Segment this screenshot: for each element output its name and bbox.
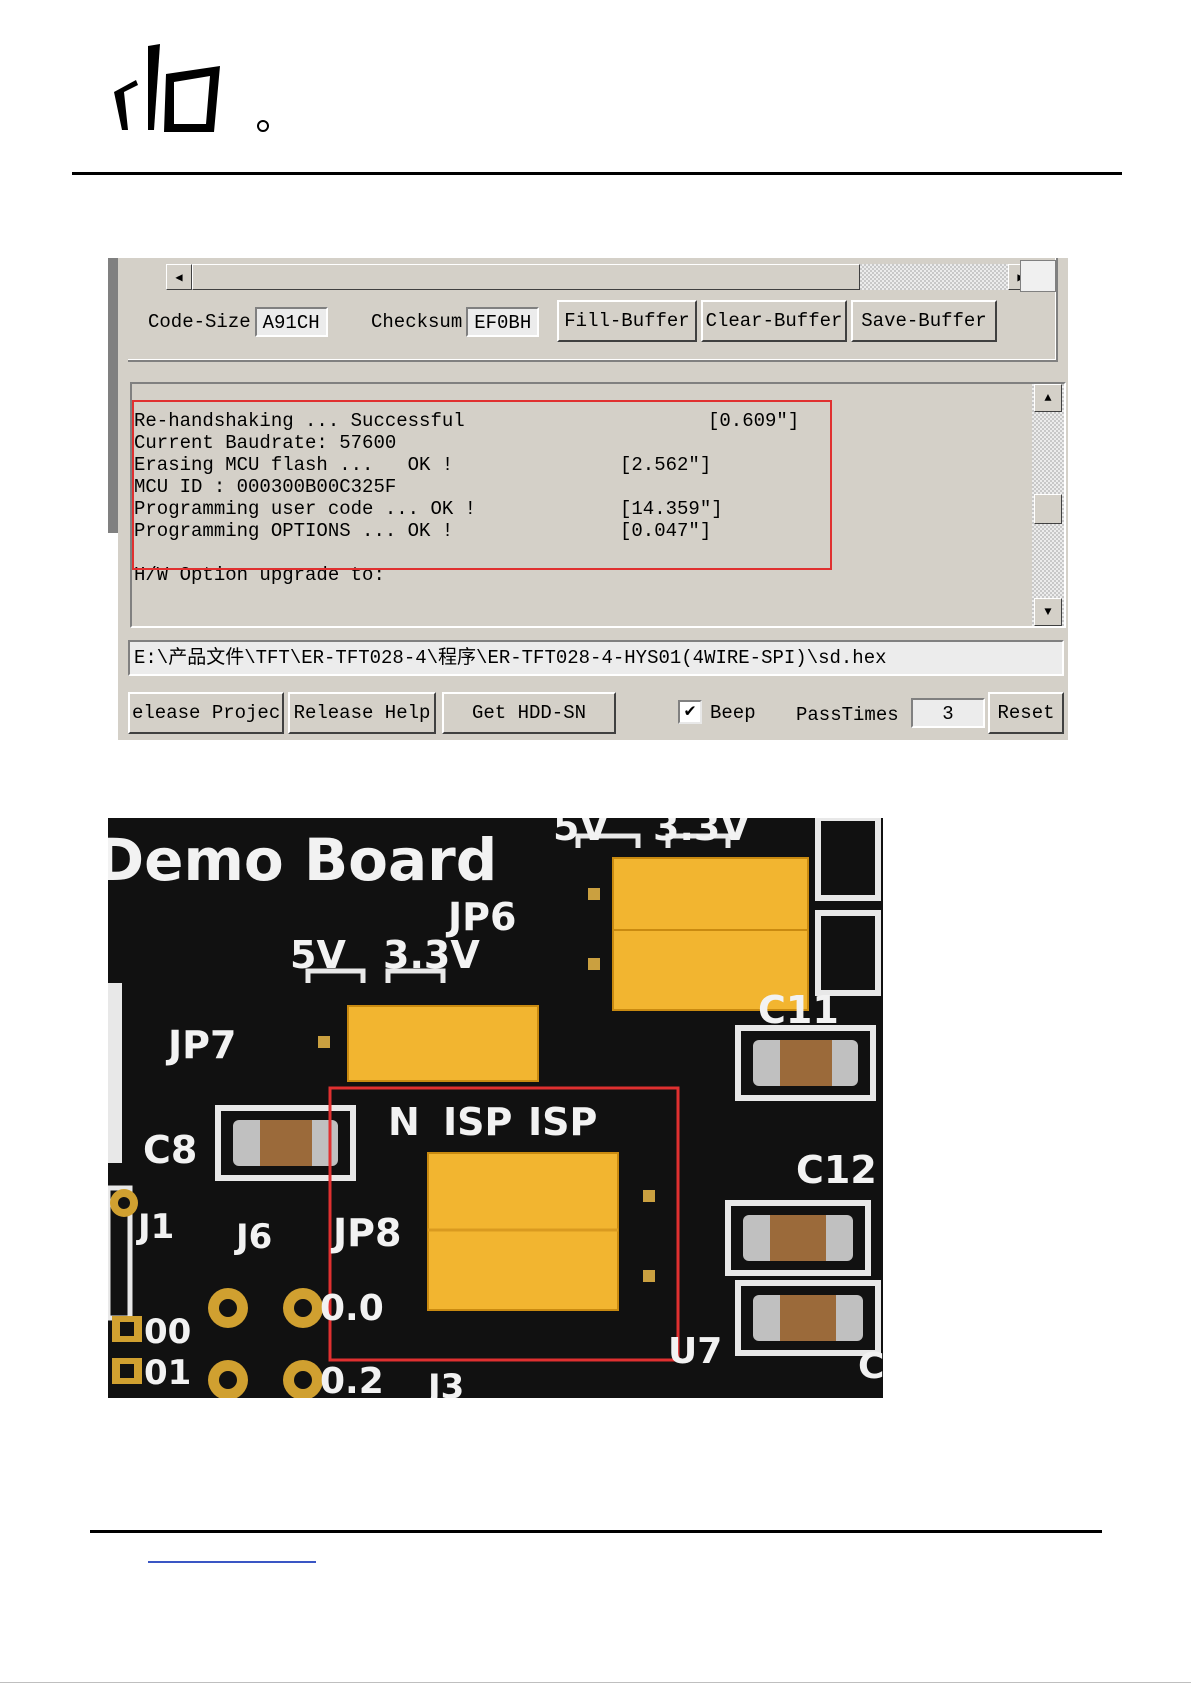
log-time: [2.562″] [620,454,712,476]
horizontal-scrollbar[interactable]: ◀ ▶ [166,264,1034,290]
label-c11: C11 [758,988,839,1032]
board-drawing: Demo Board JP6 5V 3.3V 5V 3.3V JP7 C8 C1… [108,818,883,1398]
window-left-edge-lower [108,533,118,740]
label-isp-1: ISP [443,1100,512,1144]
file-path-field[interactable]: E:\产品文件\TFT\ER-TFT028-4\程序\ER-TFT028-4-H… [128,640,1064,676]
checksum-label: Checksum [371,311,463,333]
label-3v3-jp6: 3.3V [653,818,750,849]
label-j6: J6 [234,1217,272,1257]
code-size-field: A91CH [254,307,328,337]
label-jp6: JP6 [445,895,516,939]
log-line: Programming OPTIONS ... OK ! [134,520,454,542]
log-line: Current Baudrate: 57600 [134,432,397,454]
demo-board-photo: Demo Board JP6 5V 3.3V 5V 3.3V JP7 C8 C1… [108,818,883,1398]
label-c12: C12 [796,1148,877,1192]
programmer-screenshot: ◀ ▶ Code-Size A91CH Checksum EF0BH Fill-… [108,258,1068,740]
reset-button[interactable]: Reset [988,692,1064,734]
horizontal-scroll-thumb[interactable] [192,264,860,290]
label-d00: 00 [144,1312,191,1352]
buffer-panel: ◀ ▶ [128,258,1058,362]
beep-checkbox[interactable]: ✔ [678,700,702,724]
log-time: [0.609″] [708,410,800,432]
log-line: Re-handshaking ... Successful [134,410,465,432]
board-title: Demo Board [108,826,497,894]
label-j3: J3 [426,1367,464,1398]
pass-times-label: PassTimes [796,704,899,726]
header-circle-mark [257,120,269,132]
label-3v3-jp7: 3.3V [383,933,480,977]
scroll-left-arrow-icon[interactable]: ◀ [166,264,192,290]
label-c-partial: C [858,1346,883,1387]
label-u7: U7 [668,1331,722,1372]
label-c8: C8 [143,1128,197,1172]
pass-times-field[interactable]: 3 [911,698,985,728]
label-isp-2: ISP [528,1100,597,1144]
clear-buffer-button[interactable]: Clear-Buffer [701,300,847,342]
beep-label: Beep [710,702,756,724]
checksum-field: EF0BH [466,307,540,337]
footer-rule [90,1530,1102,1533]
label-jp7: JP7 [165,1023,236,1067]
scroll-up-arrow-icon[interactable]: ▲ [1034,384,1062,412]
log-time: [0.047″] [620,520,712,542]
release-help-button[interactable]: Release Help [288,692,436,734]
label-j1: J1 [136,1207,174,1247]
vertical-scrollbar[interactable]: ▲ ▼ [1032,384,1064,626]
checksum-group: Checksum EF0BH [371,302,540,342]
fill-buffer-button[interactable]: Fill-Buffer [557,300,697,342]
label-p02: 0.2 [320,1361,384,1398]
code-size-group: Code-Size A91CH [148,302,328,342]
window-left-edge [108,258,118,533]
jp8-highlight-box [328,1086,680,1362]
label-5v-jp6: 5V [553,818,609,849]
vertical-scroll-thumb[interactable] [1034,494,1062,524]
page-bottom-line [0,1682,1191,1683]
label-n: N [388,1100,420,1144]
log-output[interactable]: Re-handshaking ... Successful [0.609″] C… [130,382,1066,628]
header-rule [72,172,1122,175]
log-line: MCU ID : 000300B00C325F [134,476,397,498]
get-hdd-sn-button[interactable]: Get HDD-SN [442,692,616,734]
code-size-label: Code-Size [148,311,251,333]
log-line: Programming user code ... OK ! [134,498,477,520]
label-jp8: JP8 [330,1211,401,1255]
scroll-corner [1020,260,1056,292]
company-logo [114,44,220,132]
save-buffer-button[interactable]: Save-Buffer [851,300,997,342]
log-time: [14.359″] [620,498,723,520]
log-highlight-box [132,400,832,570]
release-project-button[interactable]: elease Projec [128,692,284,734]
log-line: Erasing MCU flash ... OK ! [134,454,454,476]
label-d01: 01 [144,1353,191,1393]
label-p00: 0.0 [320,1288,384,1329]
scroll-down-arrow-icon[interactable]: ▼ [1034,598,1062,626]
footer-link[interactable] [148,1560,316,1563]
label-5v-jp7: 5V [290,933,346,977]
checkmark-icon: ✔ [684,702,696,722]
